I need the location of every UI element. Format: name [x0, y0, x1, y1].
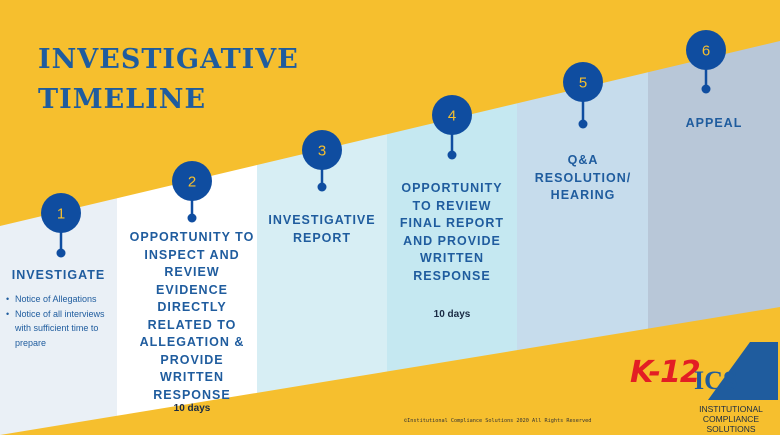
stage-marker-4: 4 [432, 95, 472, 160]
investigate-bullet-list: Notice of Allegations Notice of all inte… [4, 292, 116, 350]
logo-subtitle: INSTITUTIONAL COMPLIANCE SOLUTIONS [699, 404, 763, 434]
stage-label-3: INVESTIGATIVE REPORT [268, 213, 376, 245]
stage-marker-5: 5 [563, 62, 603, 129]
marker-dot [447, 150, 457, 160]
stage-duration-4: 10 days [433, 309, 471, 320]
stage-band-3 [257, 134, 387, 393]
bullet-item: Notice of Allegations [4, 292, 116, 307]
marker-dot [56, 248, 66, 258]
stage-band-2 [117, 165, 257, 416]
marker-number: 4 [448, 108, 456, 125]
stage-marker-3: 3 [302, 130, 342, 192]
stage-label-2: OPPORTUNITY TO INSPECT AND REVIEW EVIDEN… [129, 230, 255, 402]
marker-circle [432, 95, 472, 135]
stage-band-6 [648, 41, 780, 329]
stage-label-1: INVESTIGATE [11, 268, 106, 282]
stage-label-4: OPPORTUNITY TO REVIEW FINAL REPORT AND P… [399, 181, 505, 283]
marker-number: 2 [188, 174, 196, 191]
marker-dot [317, 182, 327, 192]
marker-number: 6 [702, 43, 710, 60]
page-title: INVESTIGATIVE TIMELINE [38, 44, 299, 115]
stage-band-5 [517, 72, 648, 351]
marker-circle [172, 161, 212, 201]
marker-number: 1 [57, 206, 65, 223]
stage-marker-6: 6 [686, 30, 726, 94]
logo-k12-text: K-12 [630, 355, 701, 390]
marker-dot [578, 119, 588, 129]
bullet-item: Notice of all interviews with sufficient… [4, 307, 116, 351]
stage-marker-1: 1 [41, 193, 81, 258]
logo-triangle-icon [708, 342, 778, 400]
marker-number: 5 [579, 75, 587, 92]
stage-label-5: Q&A RESOLUTION/ HEARING [534, 153, 632, 202]
stage-marker-2: 2 [172, 161, 212, 223]
marker-dot [701, 84, 711, 94]
stage-band-4 [387, 103, 517, 372]
stage-label-6: APPEAL [685, 116, 743, 130]
marker-circle [686, 30, 726, 70]
stage-duration-2: 10 days [173, 403, 211, 414]
marker-circle [41, 193, 81, 233]
marker-circle [563, 62, 603, 102]
marker-circle [302, 130, 342, 170]
k12-ics-logo: K-12 ICS INSTITUTIONAL COMPLIANCE SOLUTI… [630, 342, 778, 435]
marker-dot [187, 213, 197, 223]
copyright-notice: ©Institutional Compliance Solutions 2020… [404, 418, 592, 424]
marker-number: 3 [318, 143, 326, 160]
logo-ics-text: ICS [694, 366, 738, 395]
